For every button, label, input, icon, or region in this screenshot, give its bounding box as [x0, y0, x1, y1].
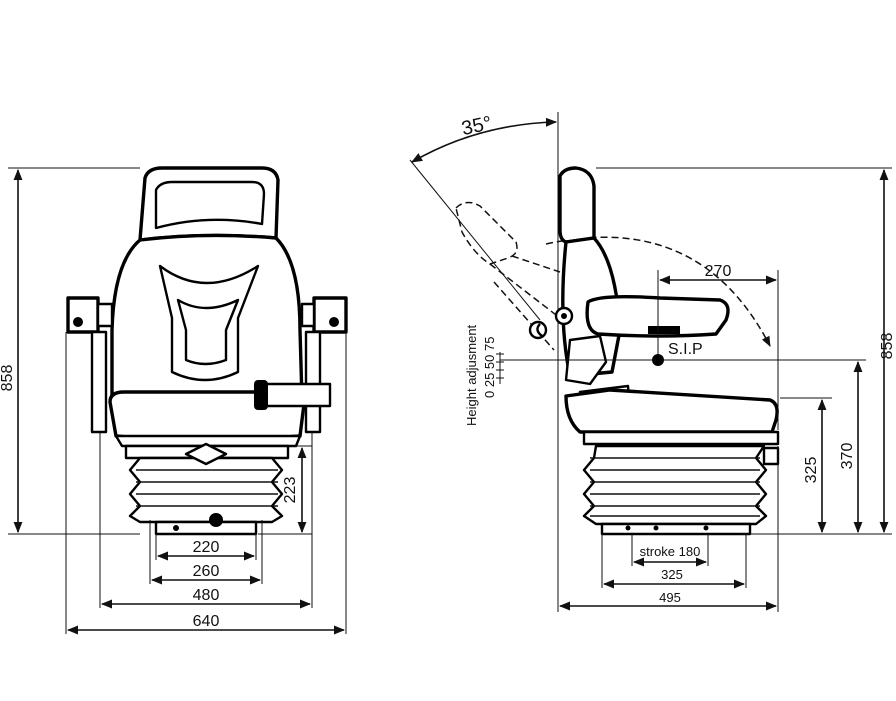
front-width-220-label: 220 — [193, 539, 220, 556]
height-adjustment-steps: 0 25 50 75 — [482, 337, 497, 398]
left-armrest — [66, 296, 114, 434]
backrest — [110, 233, 304, 402]
suspension-bellows — [124, 442, 290, 536]
side-headrest — [558, 166, 596, 244]
height-adjustment-label: Height adjusment — [464, 324, 479, 426]
side-height-858-label: 858 — [879, 333, 896, 360]
recline-angle-label: 35° — [460, 112, 494, 140]
front-width-260-label: 260 — [193, 563, 220, 580]
front-height-858-label: 858 — [0, 365, 16, 392]
side-armrest — [528, 294, 730, 340]
side-suspension — [582, 430, 780, 536]
side-depth-270-label: 270 — [705, 263, 732, 280]
side-view: 35° Height adjusment 0 25 50 75 S.I.P 27… — [409, 112, 896, 612]
sip-label: S.I.P — [668, 341, 703, 358]
headrest — [138, 166, 280, 242]
stroke-label: stroke 180 — [640, 544, 701, 559]
side-height-325-label: 325 — [803, 457, 820, 484]
front-dimensions — [8, 167, 347, 635]
right-armrest — [254, 296, 348, 434]
front-height-223-label: 223 — [282, 477, 299, 504]
side-seat-cushion — [564, 388, 779, 434]
side-depth-325-label: 325 — [661, 567, 683, 582]
side-depth-495-label: 495 — [659, 590, 681, 605]
front-width-480-label: 480 — [193, 587, 220, 604]
front-width-640-label: 640 — [193, 613, 220, 630]
front-view: 858 223 220 260 480 640 — [0, 166, 348, 635]
side-height-370-label: 370 — [839, 443, 856, 470]
side-dimensions — [496, 167, 892, 612]
